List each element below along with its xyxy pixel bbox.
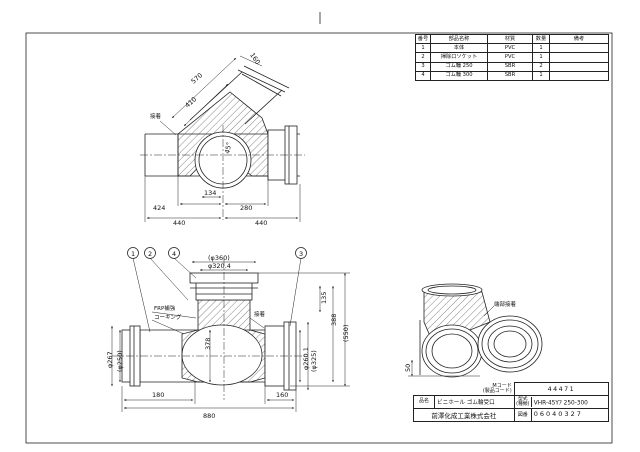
table-row: 4 ゴム輪 300 SBR 1	[415, 70, 609, 81]
drawing-no: 06040327	[533, 410, 583, 418]
table-row: 3 ゴム輪 250 SBR 2	[415, 61, 609, 72]
dim-134: 134	[204, 189, 216, 197]
cell-note	[549, 61, 609, 72]
dim-440-right: 440	[255, 219, 267, 227]
dim-388: 388	[330, 314, 338, 326]
header-no: 番号	[415, 33, 431, 45]
cell-note	[549, 70, 609, 81]
dim-phi320: φ320.4	[208, 262, 231, 270]
label-sealing-front: 接着	[254, 310, 266, 318]
name-label: 品名	[413, 395, 435, 409]
model-label-line2: (種類)	[516, 402, 530, 407]
dim-378: 378	[204, 338, 212, 350]
cell-qty: 1	[532, 52, 550, 63]
parts-table: 番号 部品名称 材質 数量 備考 1 本体 PVC 1 2 掃除口ソケット PV…	[415, 33, 609, 81]
dim-880: 880	[203, 412, 215, 420]
cell-name: 掃除口ソケット	[430, 52, 488, 63]
label-end-sealing: 端部接着	[494, 300, 517, 308]
dim-440-left: 440	[173, 219, 185, 227]
dim-135: 135	[320, 292, 328, 304]
header-note: 備考	[549, 33, 609, 45]
cell-material: PVC	[487, 43, 533, 54]
cell-note	[549, 43, 609, 54]
cell-material: SBR	[487, 61, 533, 72]
cell-qty: 2	[532, 61, 550, 72]
angle-45: 45°	[223, 142, 233, 155]
balloon-2: 2	[148, 250, 152, 258]
dim-550: (550)	[342, 325, 350, 342]
cell-note	[549, 52, 609, 63]
dim-phi250: (φ250)	[116, 350, 124, 372]
dim-160-front: 160	[276, 391, 288, 399]
dim-570: 570	[190, 71, 205, 85]
cell-qty: 1	[532, 70, 550, 81]
cell-name: 本体	[430, 43, 488, 54]
model-label-line1: 型式	[517, 397, 528, 402]
dim-phi267: φ267	[106, 351, 114, 368]
label-sealing-top: 接着	[150, 112, 162, 120]
drawing-no-label: 図番	[515, 409, 532, 421]
cell-name: ゴム輪 250	[430, 61, 488, 72]
table-row: 2 掃除口ソケット PVC 1	[415, 52, 609, 63]
front-view	[111, 247, 350, 412]
balloon-3: 3	[299, 250, 303, 258]
cell-name: ゴム輪 300	[430, 70, 488, 81]
parts-table-header: 番号 部品名称 材質 数量 備考	[415, 33, 609, 45]
m-code-value: 44471	[513, 382, 610, 396]
dim-180: 180	[152, 391, 164, 399]
cell-no: 4	[415, 70, 431, 81]
cell-no: 2	[415, 52, 431, 63]
model-label: 型式(種類)	[515, 397, 532, 407]
dim-280: 280	[240, 204, 252, 212]
label-coating: コーキング	[154, 313, 182, 321]
m-code-label: Mコード	[492, 382, 512, 389]
dim-phi260: φ260.1	[302, 347, 310, 370]
table-row: 1 本体 PVC 1	[415, 43, 609, 54]
model-value: VHR-45Yｱ 250-300	[533, 400, 588, 407]
dim-phi360: (φ360)	[208, 254, 230, 262]
dim-410: 410	[184, 95, 199, 109]
sheet-border	[25, 32, 613, 444]
cell-no: 1	[415, 43, 431, 54]
title-block: Mコード (製品コード) 44471 品名 ビニホール ゴム輪受口 型式(種類)…	[413, 382, 610, 422]
header-qty: 数量	[532, 33, 550, 45]
iso-view	[408, 283, 543, 378]
top-view	[140, 55, 305, 222]
dim-phi325: (φ325)	[310, 350, 318, 372]
header-material: 材質	[487, 33, 533, 45]
balloon-4: 4	[172, 250, 176, 258]
cell-material: PVC	[487, 52, 533, 63]
product-code-label: (製品コード)	[482, 387, 512, 394]
balloon-1: 1	[131, 250, 135, 258]
cell-material: SBR	[487, 70, 533, 81]
cell-qty: 1	[532, 43, 550, 54]
dim-160-top: 160	[248, 51, 262, 66]
label-frp: FRP補強	[154, 304, 176, 312]
dim-424: 424	[153, 204, 165, 212]
header-name: 部品名称	[430, 33, 488, 45]
product-name: ビニホール ゴム輪受口	[434, 395, 515, 409]
cell-no: 3	[415, 61, 431, 72]
company-name: 前澤化成工業株式会社	[413, 408, 515, 422]
dim-50: 50	[404, 364, 412, 372]
